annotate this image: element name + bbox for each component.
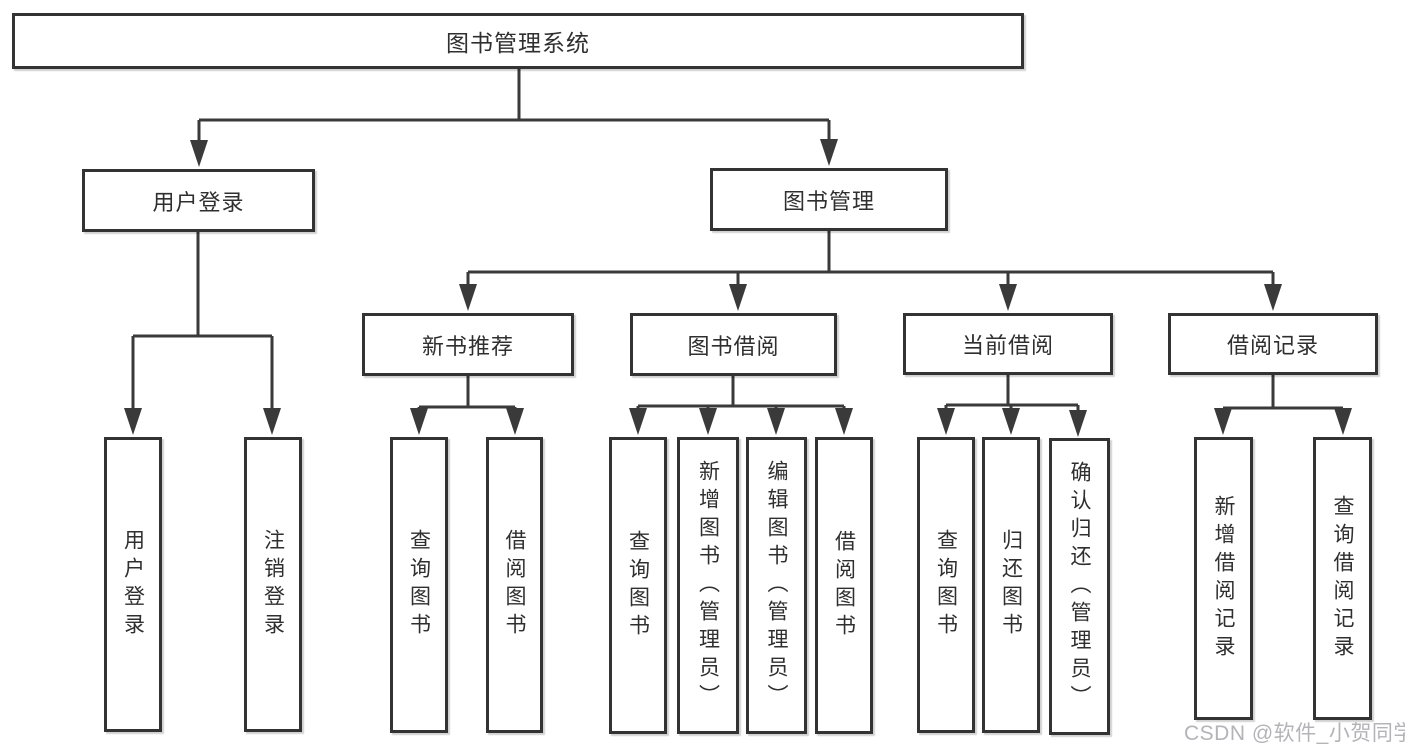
arrowheads	[124, 139, 1352, 437]
leaf-query-books-current: 查询图书	[917, 437, 975, 733]
leaf-borrow-books: 借阅图书	[815, 437, 873, 734]
leaf-add-borrow-record: 新增借阅记录	[1194, 437, 1253, 720]
leaf-query-borrow-record: 查询借阅记录	[1313, 437, 1372, 720]
leaf-return-books: 归还图书	[982, 437, 1040, 733]
connector-lines	[131, 69, 1345, 414]
node-borrow-records: 借阅记录	[1168, 313, 1378, 375]
leaf-logout: 注销登录	[244, 437, 302, 732]
node-root: 图书管理系统	[12, 13, 1024, 69]
leaf-confirm-return-admin: 确认归还（管理员）	[1049, 438, 1110, 735]
node-book-borrow: 图书借阅	[630, 313, 837, 376]
leaf-query-books-borrow: 查询图书	[609, 437, 667, 734]
node-current-borrow: 当前借阅	[903, 313, 1113, 375]
node-new-book-recommend: 新书推荐	[362, 313, 574, 376]
csdn-watermark: CSDN @软件_小贺同学	[1184, 722, 1405, 745]
node-user-login: 用户登录	[82, 169, 315, 232]
leaf-query-books-recommend: 查询图书	[390, 437, 448, 733]
node-book-management: 图书管理	[710, 168, 948, 231]
leaf-user-login: 用户登录	[104, 437, 162, 732]
leaf-add-books-admin: 新增图书（管理员）	[677, 437, 739, 734]
leaf-edit-books-admin: 编辑图书（管理员）	[746, 437, 807, 734]
leaf-borrow-books-recommend: 借阅图书	[486, 437, 543, 733]
